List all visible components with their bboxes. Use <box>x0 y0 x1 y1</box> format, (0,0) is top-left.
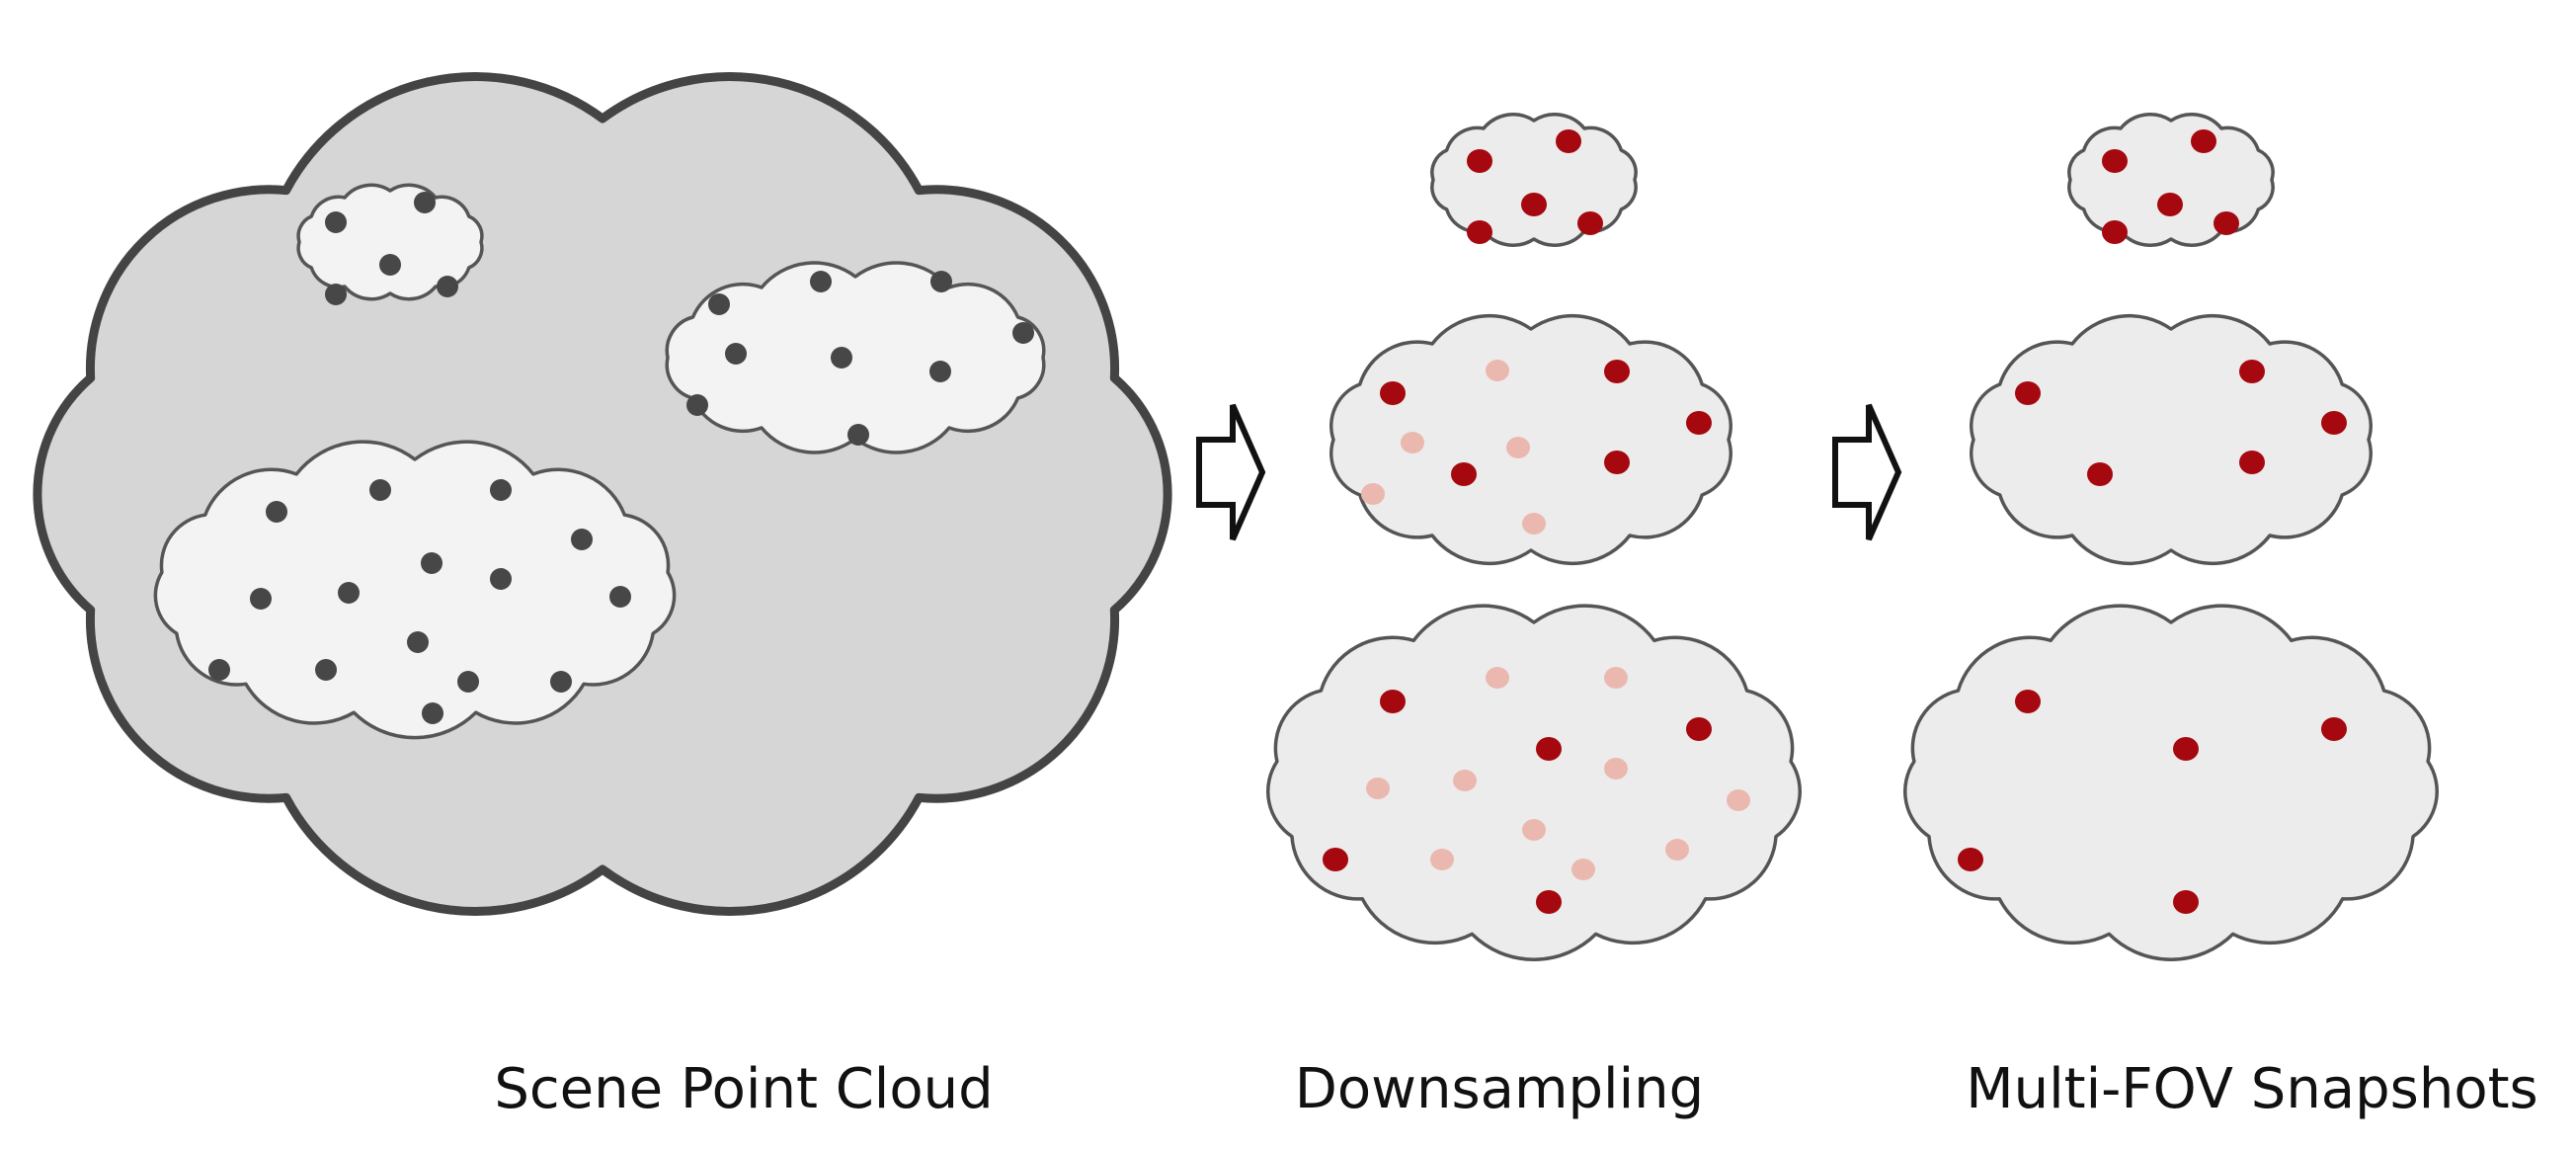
scene-point-cloud-figure <box>33 72 1172 916</box>
kept-point <box>1958 848 1983 871</box>
snapshot-cloud-small <box>2067 113 2275 247</box>
scene-point <box>338 582 360 604</box>
kept-point <box>1536 890 1562 914</box>
scene-point <box>414 192 436 213</box>
scene-point <box>407 631 429 653</box>
scene-point <box>831 347 852 369</box>
removed-point <box>1522 513 1546 534</box>
removed-point <box>1571 859 1595 880</box>
scene-point <box>1012 322 1034 344</box>
right-arrow-outline-icon <box>1832 403 1902 541</box>
scene-point <box>686 394 708 416</box>
kept-point <box>1323 848 1348 871</box>
removed-point <box>1604 758 1628 780</box>
removed-point <box>1506 437 1530 458</box>
right-arrow-outline-icon <box>1196 403 1266 541</box>
kept-point <box>2157 193 2183 216</box>
scene-point <box>437 276 458 297</box>
downsample-cloud-small <box>1430 113 1638 247</box>
caption-scene-point-cloud: Scene Point Cloud <box>494 1057 994 1121</box>
scene-point <box>208 659 230 681</box>
downsampling-figure <box>1266 113 1802 961</box>
kept-point <box>2015 381 2041 405</box>
scene-point <box>571 529 593 550</box>
snapshot-cloud-large <box>1903 604 2439 961</box>
removed-point <box>1604 667 1628 689</box>
kept-point <box>2173 890 2199 914</box>
kept-point <box>1686 411 1712 435</box>
removed-point <box>1366 778 1390 799</box>
scene-point <box>421 552 443 574</box>
kept-point <box>1604 360 1630 383</box>
kept-point <box>2102 149 2128 173</box>
kept-point <box>2102 220 2128 244</box>
kept-point <box>1604 451 1630 474</box>
scene-point <box>725 343 747 365</box>
kept-point <box>2321 717 2347 741</box>
removed-point <box>1486 360 1509 381</box>
kept-point <box>2239 451 2265 474</box>
kept-point <box>1380 690 1406 713</box>
kept-point <box>2214 211 2239 235</box>
removed-point <box>1486 667 1509 689</box>
scene-point <box>250 588 272 610</box>
snapshot-cloud-medium <box>1970 313 2373 566</box>
removed-point <box>1522 819 1546 841</box>
kept-point <box>1577 211 1603 235</box>
kept-point <box>2239 360 2265 383</box>
scene-point <box>457 671 479 693</box>
downsample-cloud-medium <box>1329 313 1732 566</box>
removed-point <box>1665 839 1689 861</box>
kept-point <box>1451 462 1477 486</box>
scene-point <box>810 271 832 292</box>
scene-point <box>930 271 952 292</box>
kept-point <box>1467 220 1492 244</box>
kept-point <box>1556 129 1581 153</box>
removed-point <box>1727 789 1750 811</box>
scene-point <box>369 479 391 501</box>
scene-point <box>550 671 572 693</box>
kept-point <box>2191 129 2216 153</box>
scene-point <box>325 284 347 305</box>
kept-point <box>2173 737 2199 761</box>
scene-point <box>266 501 287 523</box>
scene-point <box>847 424 869 446</box>
removed-point <box>1361 483 1385 505</box>
kept-point <box>2087 462 2113 486</box>
scene-sub-cloud-small <box>296 183 484 301</box>
removed-point <box>1430 849 1454 870</box>
scene-point <box>929 361 951 382</box>
scene-point <box>490 568 512 590</box>
kept-point <box>2321 411 2347 435</box>
kept-point <box>1521 193 1547 216</box>
scene-point <box>325 211 347 233</box>
downsample-cloud-large <box>1266 604 1802 961</box>
caption-multi-fov-snapshots: Multi-FOV Snapshots <box>1966 1057 2538 1121</box>
kept-point <box>1380 381 1406 405</box>
scene-point <box>708 293 730 315</box>
scene-point <box>379 254 401 276</box>
kept-point <box>1536 737 1562 761</box>
caption-downsampling: Downsampling <box>1294 1057 1705 1121</box>
multi-fov-snapshots-figure <box>1903 113 2439 961</box>
scene-point <box>609 586 631 608</box>
kept-point <box>2015 690 2041 713</box>
kept-point <box>1467 149 1492 173</box>
scene-point <box>490 479 512 501</box>
removed-point <box>1401 432 1424 453</box>
removed-point <box>1453 770 1477 791</box>
kept-point <box>1686 717 1712 741</box>
scene-point <box>422 702 443 724</box>
scene-sub-cloud-medium <box>665 261 1046 454</box>
scene-point <box>315 659 337 681</box>
